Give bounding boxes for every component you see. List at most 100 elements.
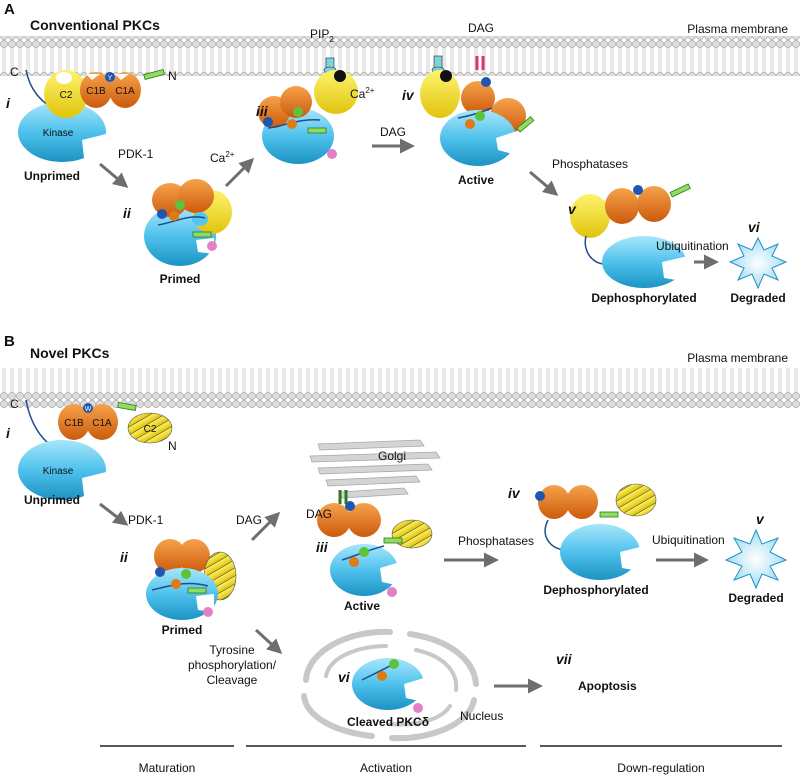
a-stage-iii-numeral: iii — [256, 103, 269, 119]
c2-domain — [615, 483, 657, 517]
arrow-b-tyrosine — [254, 628, 283, 655]
pseudosubstrate — [599, 511, 619, 518]
b-c1a-label: C1A — [92, 418, 112, 429]
panel-a-membrane — [0, 36, 800, 76]
panel-b-letter: B — [4, 333, 15, 350]
a-pdk1-label: PDK-1 — [118, 147, 154, 161]
b-stage-iv-label: Dephosphorylated — [543, 583, 648, 597]
kinase-domain — [330, 544, 398, 596]
pkc-a-dephosphorylated — [570, 183, 691, 288]
b-tyrosine-label-3: Cleavage — [207, 673, 258, 687]
pip2-lipid — [325, 57, 335, 69]
pkc-b-cleaved — [352, 658, 424, 713]
phospho-site-orange — [169, 211, 179, 221]
a-c1a-label: C1A — [115, 86, 135, 97]
panel-a-letter: A — [4, 1, 15, 18]
phospho-site-pink — [327, 149, 337, 159]
c1a-domain — [86, 404, 118, 440]
pkc-b-unprimed — [18, 399, 173, 500]
b-stage-vi-label: Cleaved PKCδ — [347, 715, 429, 729]
b-c-terminus: C — [10, 397, 19, 411]
panel-a-title: Conventional PKCs — [30, 17, 160, 33]
b-stage-iii-label: Active — [344, 599, 380, 613]
c2-domain — [314, 70, 358, 114]
b-stage-vii-label: Apoptosis — [578, 679, 637, 693]
phase-maturation-label: Maturation — [139, 761, 196, 775]
phospho-site-pink — [203, 607, 213, 617]
kinase-cleft — [82, 134, 106, 160]
tryptophan-marker — [83, 403, 93, 413]
c1b-domain — [605, 188, 639, 224]
c2-domain — [127, 412, 173, 444]
a-stage-ii-numeral: ii — [123, 205, 132, 221]
b-kinase-label: Kinase — [43, 466, 74, 477]
pseudosubstrate — [143, 68, 165, 80]
c1a-domain — [566, 485, 598, 519]
tryptophan-marker — [345, 501, 355, 511]
a-stage-i-label: Unprimed — [24, 169, 80, 183]
a-y-label: Y — [108, 75, 113, 82]
b-dag-arrow-label: DAG — [236, 513, 262, 527]
phospho-site-orange — [349, 557, 359, 567]
c2-domain — [44, 70, 88, 118]
b-dag-golgi-label: DAG — [306, 507, 332, 521]
c1b-domain — [80, 72, 112, 108]
golgi-apparatus — [309, 439, 441, 499]
phospho-site-green — [181, 569, 191, 579]
pkc-a-unprimed — [18, 68, 165, 162]
b-c1b-label: C1B — [64, 418, 84, 429]
phospho-site-green — [475, 111, 485, 121]
c2-domain — [391, 519, 433, 549]
a-stage-vi-numeral: vi — [748, 219, 761, 235]
panel-a-membrane-label: Plasma membrane — [687, 22, 788, 36]
phospho-site-pink — [413, 703, 423, 713]
pkc-b-primed — [146, 539, 237, 620]
dag-lipid — [338, 490, 348, 504]
c1b-domain — [538, 485, 570, 519]
arrow-b-dag — [250, 511, 281, 542]
a-ca-label: Ca2+ — [210, 150, 235, 165]
c1a-domain — [109, 72, 141, 108]
phospho-site-green — [293, 107, 303, 117]
tyrosine-marker — [105, 72, 115, 82]
panel-b-membrane — [0, 368, 800, 408]
tyrosine-marker — [263, 117, 273, 127]
pip2-lipid — [433, 55, 443, 69]
b-stage-i-numeral: i — [6, 425, 11, 441]
arrow-a-calcium — [224, 157, 255, 188]
b-ubiquitination-label: Ubiquitination — [652, 533, 725, 547]
pkc-b-dephosphorylated — [535, 483, 657, 580]
a-dag-top-label: DAG — [468, 21, 494, 35]
tyrosine-marker — [633, 185, 643, 195]
arrow-a-phosphatases — [529, 170, 559, 196]
a-kinase-label: Kinase — [43, 128, 74, 139]
c2-domain — [570, 194, 610, 238]
phospho-site-green — [389, 659, 399, 669]
degraded-starburst — [728, 236, 788, 290]
phospho-site-orange — [287, 119, 297, 129]
c1a-domain — [317, 503, 351, 537]
a-stage-vi-label: Degraded — [730, 291, 785, 305]
phospho-site-orange — [171, 579, 181, 589]
c1b-domain — [347, 503, 381, 537]
a-n-terminus: N — [168, 69, 177, 83]
b-tyrosine-label-1: Tyrosine — [209, 643, 255, 657]
nucleus — [301, 628, 479, 742]
a-c-terminus: C — [10, 65, 19, 79]
dag-lipid — [475, 56, 485, 70]
pkc-a-stage-iii — [258, 57, 358, 164]
b-tyrosine-label-2: phosphorylation/ — [188, 658, 277, 672]
b-stage-i-label: Unprimed — [24, 493, 80, 507]
pseudosubstrate — [187, 587, 207, 594]
b-pdk1-label: PDK-1 — [128, 513, 164, 527]
calcium-ion — [440, 70, 452, 82]
tyrosine-marker — [481, 77, 491, 87]
pseudosubstrate — [383, 537, 403, 544]
a-ca-ion-label: Ca2+ — [350, 86, 375, 101]
phase-activation-label: Activation — [360, 761, 412, 775]
a-c1b-label: C1B — [86, 86, 106, 97]
b-stage-v-numeral: v — [756, 511, 765, 527]
arrow-b-pdk1 — [99, 502, 129, 526]
